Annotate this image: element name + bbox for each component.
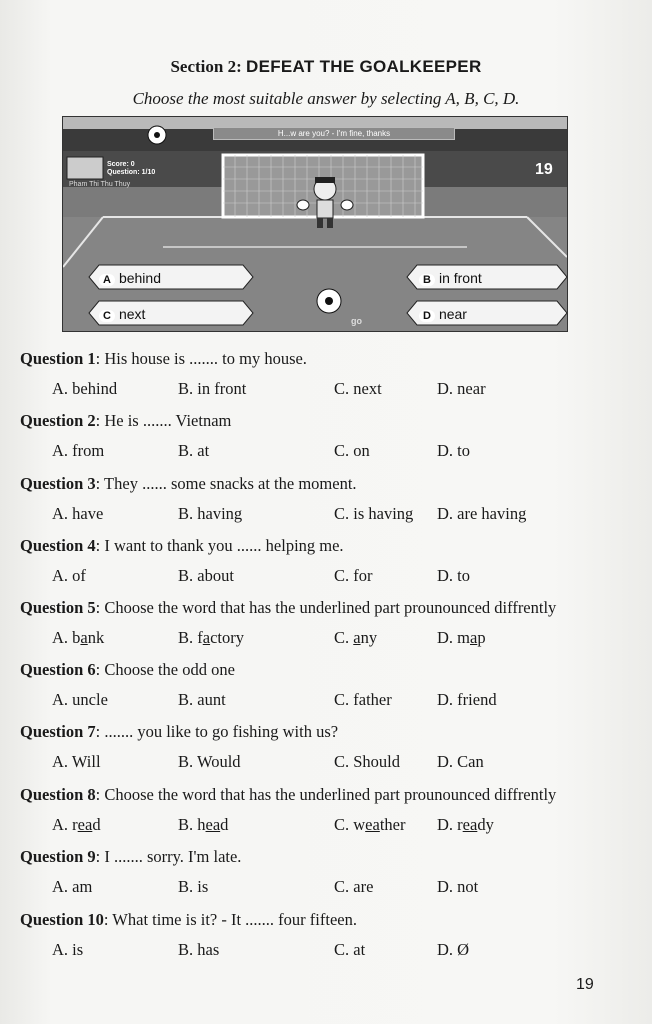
option-b: B. at [178,441,210,460]
game-timer: 19 [535,161,553,178]
game-screenshot: H...w are you? - I'm fine, thanks Score:… [62,116,568,332]
option-d: D. to [437,566,470,585]
question-text: : They ...... some snacks at the moment. [95,474,357,493]
section-name: DEFEAT THE GOALKEEPER [246,57,482,76]
option-b: B. Would [178,752,241,771]
question-label: Question 7 [20,722,96,741]
option-a: A. read [52,815,101,834]
option-a: A. Will [52,752,101,771]
section-title: Section 2: DEFEAT THE GOALKEEPER [0,57,652,77]
question-9: Question 9: I ....... sorry. I'm late. [20,847,241,867]
question-7: Question 7: ....... you like to go fishi… [20,722,338,742]
option-a: A. behind [52,379,118,398]
question-text: : ....... you like to go fishing with us… [95,722,339,741]
option-d: D. not [437,877,479,896]
question-label: Question 8 [20,785,96,804]
option-c: C. on [334,441,370,460]
option-a: A. am [52,877,93,896]
question-10: Question 10: What time is it? - It .....… [20,910,357,930]
question-text: : Choose the odd one [95,660,235,679]
option-d: D. ready [437,815,494,834]
question-text: : Choose the word that has the underline… [95,785,557,804]
option-c: C. are [334,877,374,896]
question-1: Question 1: His house is ....... to my h… [20,349,307,369]
option-b: B. having [178,504,243,523]
question-6: Question 6: Choose the odd one [20,660,235,680]
question-5: Question 5: Choose the word that has the… [20,598,556,618]
option-b: B. is [178,877,209,896]
option-c: C. father [334,690,392,709]
question-text: : His house is ....... to my house. [95,349,307,368]
question-label: Question 4 [20,536,96,555]
option-b: B. about [178,566,234,585]
question-label: Question 5 [20,598,96,617]
option-a: A. from [52,441,105,460]
option-c: C. is having [334,504,414,523]
game-question: H...w are you? - I'm fine, thanks [213,127,455,140]
option-a: A. is [52,940,84,959]
score-label: Score: 0 [107,161,135,168]
question-label: Question 10 [20,910,104,929]
option-a: A. of [52,566,86,585]
option-d: D. Ø [437,940,470,959]
question-text: : I want to thank you ...... helping me. [95,536,344,555]
option-d: D. are having [437,504,527,523]
option-d: D. near [437,379,486,398]
instruction: Choose the most suitable answer by selec… [132,89,520,108]
question-3: Question 3: They ...... some snacks at t… [20,474,357,494]
question-2: Question 2: He is ....... Vietnam [20,411,231,431]
option-b: B. aunt [178,690,226,709]
option-d: D. Can [437,752,484,771]
option-b: B. has [178,940,220,959]
option-a: A. bank [52,628,105,647]
option-c: C. next [334,379,382,398]
game-score: Score: 0 Question: 1/10 [107,161,155,177]
game-scene [63,117,567,331]
option-b: B. head [178,815,229,834]
question-label: Question 2 [20,411,96,430]
option-c: C. at [334,940,366,959]
option-a: A. have [52,504,104,523]
question-text: : What time is it? - It ....... four fif… [103,910,357,929]
question-text: : He is ....... Vietnam [95,411,232,430]
option-d: D. map [437,628,486,647]
question-counter: Question: 1/10 [107,169,156,176]
option-c: C. for [334,566,373,585]
option-c: C. Should [334,752,401,771]
option-b: B. factory [178,628,244,647]
question-text: : I ....... sorry. I'm late. [95,847,242,866]
option-b: B. in front [178,379,247,398]
question-label: Question 1 [20,349,96,368]
option-d: D. to [437,441,470,460]
question-4: Question 4: I want to thank you ...... h… [20,536,344,556]
player-name: Pham Thi Thu Thuy [69,181,131,188]
option-a: A. uncle [52,690,108,709]
question-8: Question 8: Choose the word that has the… [20,785,556,805]
question-label: Question 3 [20,474,96,493]
question-label: Question 9 [20,847,96,866]
option-c: C. weather [334,815,406,834]
question-text: : Choose the word that has the underline… [95,598,557,617]
question-label: Question 6 [20,660,96,679]
section-prefix: Section 2: [170,57,247,76]
goalkeeper-figure [296,177,354,228]
page-number: 19 [576,976,594,993]
option-d: D. friend [437,690,497,709]
go-label: go [351,316,362,326]
option-c: C. any [334,628,378,647]
